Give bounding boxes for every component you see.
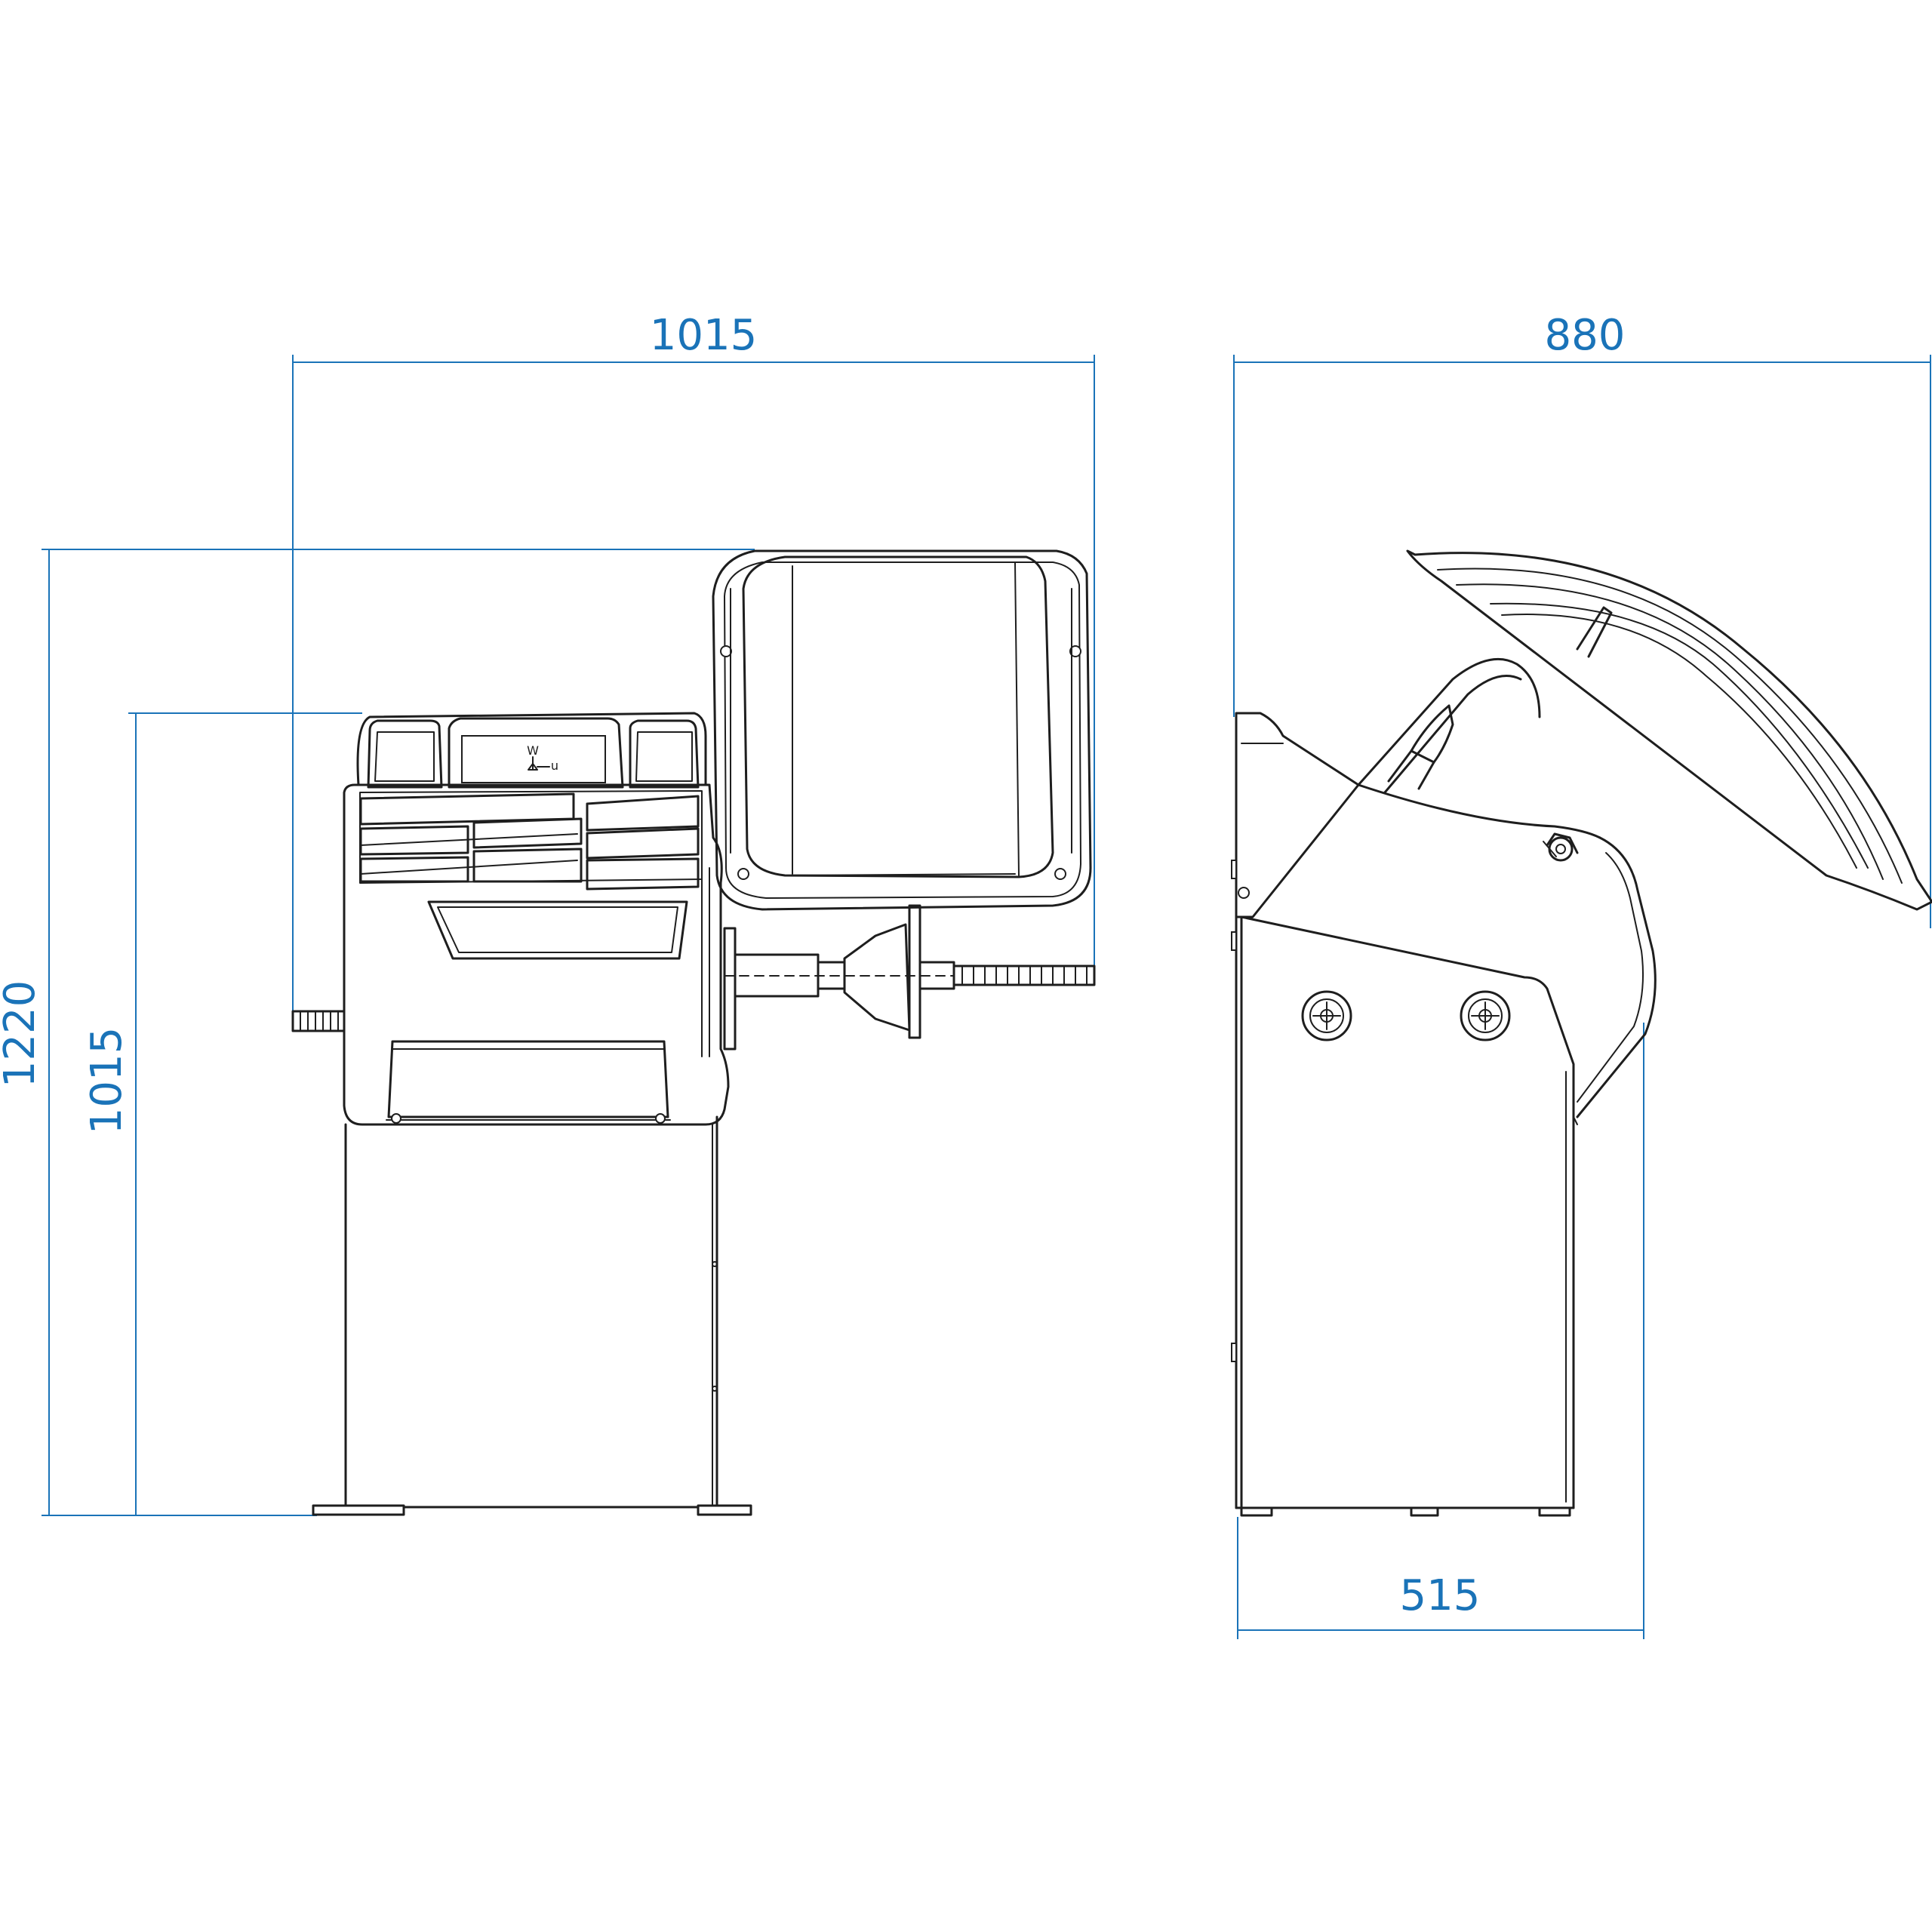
- dimension-lines: [42, 355, 1931, 1639]
- front-cabinet: [343, 783, 730, 1126]
- side-top-tray: [1231, 712, 1601, 918]
- front-wheel-guard: [712, 549, 1092, 911]
- guard-latch: [1543, 832, 1579, 862]
- panel-symbol: W u: [527, 743, 558, 773]
- front-view: W u: [291, 549, 1096, 1516]
- front-pedestal: [344, 1115, 718, 1507]
- left-stub-shaft: [291, 1010, 346, 1032]
- side-cabinet: [1231, 915, 1575, 1509]
- dim-overall-height: 1220: [0, 980, 45, 1088]
- front-base: [312, 1504, 752, 1516]
- dim-front-width: 1015: [650, 311, 758, 360]
- weights-tray: [356, 712, 707, 891]
- dim-side-width: 880: [1545, 311, 1626, 360]
- side-guard-arm: [1357, 657, 1657, 1125]
- dim-base-depth: 515: [1400, 1571, 1481, 1620]
- dimension-labels: 1015 880 1220 1015 515: [0, 311, 1625, 1620]
- spindle-shaft: [723, 904, 1096, 1051]
- panel-symbol-side-letter: u: [551, 758, 558, 773]
- side-view: [1231, 549, 1932, 1517]
- side-wheel-guard: [1406, 549, 1932, 911]
- panel-symbol-top-letter: W: [527, 743, 539, 758]
- dim-body-height: 1015: [82, 1027, 131, 1135]
